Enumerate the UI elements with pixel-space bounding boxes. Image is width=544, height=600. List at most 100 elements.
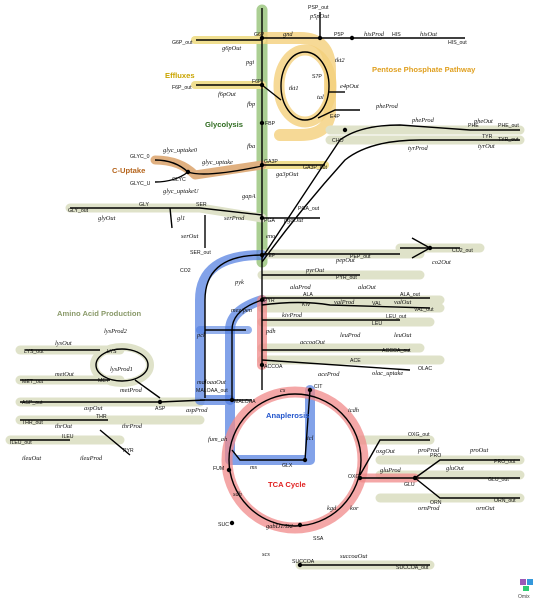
output-pro: PRO_out: [494, 459, 516, 465]
metabolite-co2: CO2: [180, 268, 191, 274]
reaction-metProd: metProd: [120, 387, 143, 394]
output-psp: PSP_out: [308, 5, 329, 11]
output-lys: LYS_out: [24, 349, 44, 355]
reaction-aspOut: aspOut: [84, 405, 103, 412]
reaction-valProd: valProd: [334, 299, 355, 306]
metabolite-cit: CIT: [314, 384, 323, 390]
output-his: HIS_out: [448, 40, 467, 46]
reaction-pgi: pgi: [245, 59, 254, 66]
reaction-glyOut: glyOut: [98, 215, 116, 222]
output-pga: PGA_out: [298, 206, 320, 212]
ppp-ring-band: [273, 44, 337, 128]
metabolite-pep: PEP: [265, 253, 276, 259]
reaction-thrOut: thrOut: [55, 423, 72, 430]
metabolite-accoa: ACCOA: [264, 364, 283, 370]
reaction-maloaaOut: maloaaOut: [197, 379, 226, 386]
reaction-fbp: fbp: [247, 101, 255, 108]
reaction-ms: ms: [250, 464, 258, 471]
reaction-ileuOut: ileuOut: [22, 455, 41, 462]
reaction-gluProd: gluProd: [380, 467, 402, 474]
group-cuptake: C-Uptake: [112, 166, 145, 175]
metabolite-succoa: SUCCOA: [292, 559, 315, 565]
reaction-pdh: pdh: [265, 328, 276, 335]
output-ga3p: GA3P_out: [303, 165, 327, 171]
metabolite-pyr-small: PYR: [123, 448, 134, 454]
reaction-proProd: proProd: [417, 447, 440, 454]
metabolite-gly: GLY: [139, 202, 150, 208]
reaction-hisProd: hisProd: [364, 31, 385, 38]
reaction-tyrOut: tyrOut: [478, 143, 495, 150]
reaction-succoaOut: succoaOut: [340, 553, 368, 560]
metabolite-phe: PHE: [468, 123, 479, 129]
node-dots: [157, 35, 433, 568]
metabolite-his: HIS: [392, 32, 401, 38]
reaction-cs: cs: [280, 387, 286, 394]
logo-text: Omix: [518, 594, 530, 600]
metabolite-cho: CHO: [332, 138, 344, 144]
metabolite-ileu: ILEU: [62, 434, 74, 440]
output-met: MET_out: [22, 379, 44, 385]
reaction-leuOut: leuOut: [394, 332, 412, 339]
output-pyr: PYR_out: [336, 275, 357, 281]
reaction-metOut: metOut: [55, 371, 74, 378]
metabolite-oxg: OXG: [348, 474, 360, 480]
metabolite-leu: LEU: [372, 321, 382, 327]
metabolite-suc: SUC: [218, 522, 229, 528]
reaction-tkt1: tkt1: [289, 85, 299, 92]
reaction-f6pOut: f6pOut: [218, 91, 236, 98]
reaction-pepOut: pepOut: [335, 257, 355, 264]
output-accoa: ACCOA_out: [382, 348, 411, 354]
reaction-pck: pck: [196, 332, 206, 339]
group-glycolysis: Glycolysis: [205, 120, 243, 129]
reaction-tkt2: tkt2: [335, 57, 345, 64]
reaction-serProd: serProd: [224, 215, 245, 222]
metabolite-orn: ORN: [430, 500, 442, 506]
metabolite-tyr: TYR: [482, 134, 493, 140]
metabolite-fbp: FBP: [265, 121, 276, 127]
output-succoa: SUCCOA_out: [396, 565, 429, 571]
output-pep: PEP_out: [350, 254, 371, 260]
reaction-glycUptake: glyc_uptake: [202, 159, 233, 166]
output-f6p: F6P_out: [172, 85, 192, 91]
metabolite-pga: PGA: [264, 218, 275, 224]
reaction-ga3pOut: ga3pOut: [276, 171, 299, 178]
reaction-g6pOut: g6pOut: [222, 45, 241, 52]
metabolite-lys: LYS: [107, 349, 117, 355]
omix-logo: Omix: [518, 579, 533, 600]
reaction-gluOut: gluOut: [446, 465, 464, 472]
metabolite-ga3p: GA3P: [264, 159, 278, 165]
reaction-leuProd: leuProd: [340, 332, 361, 339]
output-tyr: TYR_out: [498, 137, 519, 143]
reaction-kor: kor: [350, 505, 359, 512]
reaction-tyrProd: tyrProd: [408, 145, 428, 152]
metabolite-pro: PRO: [430, 453, 441, 459]
reaction-icdh: icdh: [348, 407, 359, 414]
metabolite-e4p: E4P: [330, 114, 340, 120]
metabolite-ser: SER: [196, 202, 207, 208]
reaction-pyk: pyk: [234, 279, 244, 286]
metabolite-p5p: P5P: [334, 32, 344, 38]
metabolite-glyc: GLYC: [172, 177, 186, 183]
reaction-thrProd: thrProd: [122, 423, 143, 430]
tca-ring-band: [221, 386, 369, 534]
reaction-fba: fba: [247, 143, 255, 150]
metabolite-val: VAL: [372, 301, 382, 307]
output-glu: GLU_out: [488, 477, 509, 483]
reaction-glycUptakeU: glyc_uptakeU: [163, 188, 199, 195]
metabolite-kiv: KIV: [302, 302, 311, 308]
reaction-glycUptake0: glyc_uptake0: [163, 147, 198, 154]
reaction-kgd: kgd: [327, 505, 337, 512]
input-glyc-u: GLYC_U: [130, 181, 151, 187]
reaction-pheProd: pheProd: [375, 103, 399, 110]
reaction-proOut: proOut: [469, 447, 488, 454]
metabolite-labels: G6P F6P FBP GA3P PGA PEP PYR ACCOA MALOA…: [62, 32, 493, 565]
reaction-scs: scs: [262, 551, 270, 558]
reaction-co2Out: co2Out: [432, 259, 451, 266]
reaction-accoaOut: accoaOut: [300, 339, 325, 346]
output-ileu: ILEU_out: [10, 440, 32, 446]
reaction-labels: g6pOut f6pOut pgi fbp fba gapA eno pyk p…: [22, 13, 495, 560]
reaction-ornOut: ornOut: [476, 505, 495, 512]
reaction-serOut: serOut: [181, 233, 199, 240]
reaction-ileuProd: ileuProd: [80, 455, 103, 462]
reaction-pgaOut: pgaOut: [283, 217, 303, 224]
